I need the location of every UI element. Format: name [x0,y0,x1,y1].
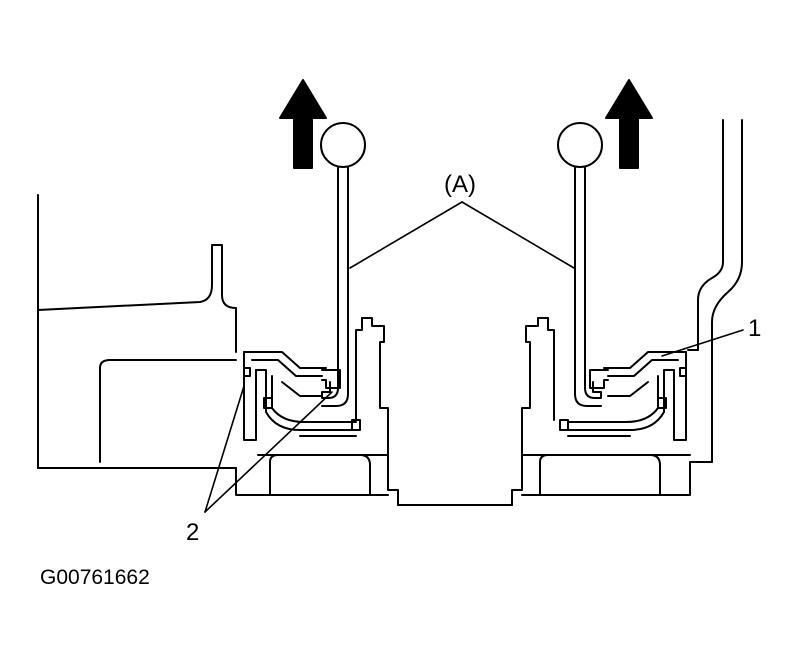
leader-a-left [349,201,463,269]
leader-1 [661,329,744,357]
label-1: 1 [748,315,761,342]
housing-right [687,119,743,463]
tool-a-left [320,122,366,407]
leader-2-right [204,391,333,513]
tool-knob-left [320,122,366,168]
leader-a-right [461,201,575,269]
figure-id: G00761662 [40,566,150,589]
label-a: (A) [444,171,476,198]
tool-a-right [557,122,603,407]
tool-knob-right [557,122,603,168]
pull-arrow-right-icon [605,79,653,169]
leader-2-left [204,385,245,513]
center-shaft [355,317,555,506]
housing-left [37,194,237,469]
label-2: 2 [186,519,199,546]
bearing-blocks [235,454,713,496]
seal-left [243,351,361,441]
leader-lines [204,201,744,513]
pull-arrow-left-icon [279,79,327,169]
seal-right [559,351,687,441]
